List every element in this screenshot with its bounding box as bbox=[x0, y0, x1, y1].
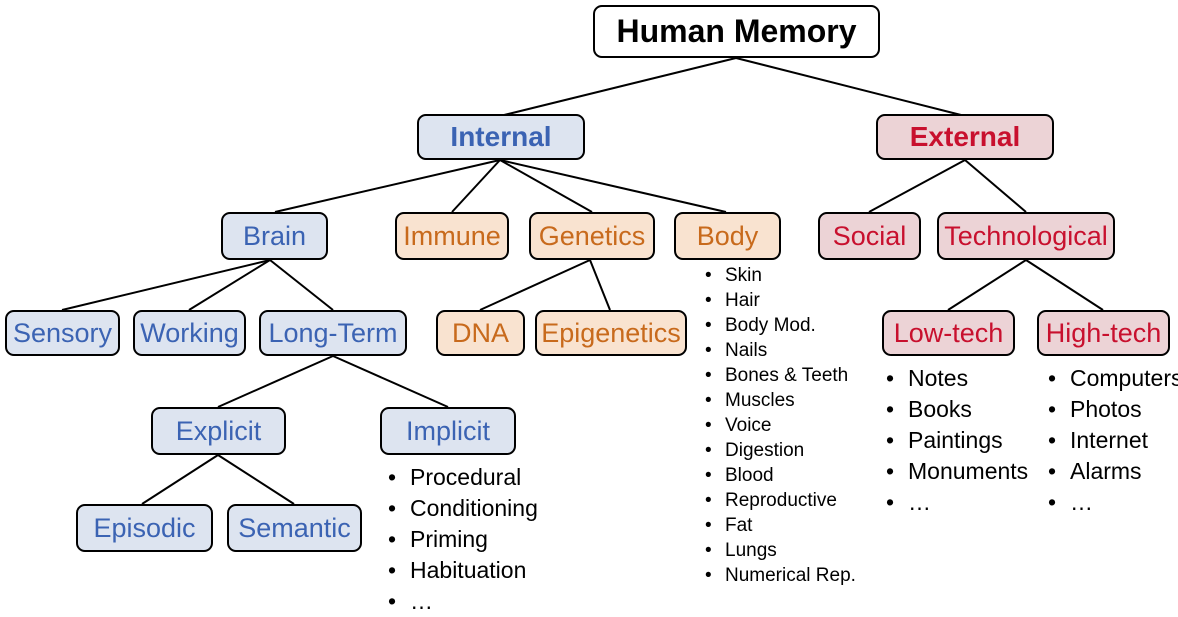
list-item: Procedural bbox=[386, 462, 538, 493]
working-node: Working bbox=[133, 310, 246, 356]
high-tech-label: High-tech bbox=[1045, 317, 1162, 348]
dna-label: DNA bbox=[451, 317, 509, 348]
edge-internal-genetics bbox=[499, 159, 593, 213]
edge-brain-working bbox=[188, 259, 271, 311]
list-item: Reproductive bbox=[703, 488, 856, 513]
implicit-items-list: Procedural Conditioning Priming Habituat… bbox=[386, 462, 538, 617]
list-item: Habituation bbox=[386, 555, 538, 586]
technological-label: Technological bbox=[944, 220, 1108, 251]
explicit-node: Explicit bbox=[151, 407, 286, 455]
internal-node: Internal bbox=[417, 114, 585, 160]
episodic-node: Episodic bbox=[76, 504, 213, 552]
technological-node: Technological bbox=[937, 212, 1115, 260]
list-item: Nails bbox=[703, 338, 856, 363]
list-item: Conditioning bbox=[386, 493, 538, 524]
edge-brain-sensory bbox=[61, 259, 271, 311]
list-item: Paintings bbox=[884, 425, 1028, 456]
genetics-label: Genetics bbox=[538, 220, 646, 251]
list-item: … bbox=[386, 586, 538, 617]
list-item: … bbox=[884, 487, 1028, 518]
sensory-node: Sensory bbox=[5, 310, 120, 356]
sensory-label: Sensory bbox=[12, 317, 113, 348]
list-item: Fat bbox=[703, 513, 856, 538]
body-node: Body bbox=[674, 212, 781, 260]
epigenetics-node: Epigenetics bbox=[535, 310, 687, 356]
low-tech-label: Low-tech bbox=[893, 317, 1004, 348]
list-item: Bones & Teeth bbox=[703, 363, 856, 388]
high-tech-node: High-tech bbox=[1037, 310, 1170, 356]
root-label: Human Memory bbox=[616, 13, 857, 49]
brain-node: Brain bbox=[221, 212, 328, 260]
low-tech-node: Low-tech bbox=[882, 310, 1015, 356]
body-items-list: Skin Hair Body Mod. Nails Bones & Teeth … bbox=[703, 263, 856, 588]
edge-genetics-epigenetics bbox=[589, 259, 611, 311]
implicit-node: Implicit bbox=[380, 407, 516, 455]
list-item: Photos bbox=[1046, 394, 1178, 425]
list-item: Body Mod. bbox=[703, 313, 856, 338]
list-item: Hair bbox=[703, 288, 856, 313]
list-item: Skin bbox=[703, 263, 856, 288]
semantic-node: Semantic bbox=[227, 504, 362, 552]
edge-longterm-implicit bbox=[332, 355, 449, 408]
semantic-label: Semantic bbox=[238, 512, 351, 543]
social-node: Social bbox=[818, 212, 921, 260]
list-item: Blood bbox=[703, 463, 856, 488]
body-label: Body bbox=[696, 220, 759, 251]
immune-node: Immune bbox=[395, 212, 509, 260]
list-item: Notes bbox=[884, 363, 1028, 394]
edge-explicit-episodic bbox=[141, 454, 219, 505]
list-item: Alarms bbox=[1046, 456, 1178, 487]
long-term-label: Long-Term bbox=[268, 317, 398, 348]
list-item: Digestion bbox=[703, 438, 856, 463]
list-item: Priming bbox=[386, 524, 538, 555]
edge-root-external bbox=[735, 57, 966, 117]
implicit-label: Implicit bbox=[405, 415, 490, 446]
list-item: Internet bbox=[1046, 425, 1178, 456]
genetics-node: Genetics bbox=[529, 212, 655, 260]
edge-tech-lowtech bbox=[947, 259, 1027, 311]
edge-internal-body bbox=[499, 159, 727, 213]
list-item: … bbox=[1046, 487, 1178, 518]
brain-label: Brain bbox=[242, 220, 307, 251]
edge-root-internal bbox=[499, 57, 737, 117]
list-item: Lungs bbox=[703, 538, 856, 563]
list-item: Voice bbox=[703, 413, 856, 438]
edge-longterm-explicit bbox=[217, 355, 334, 408]
low-tech-items-list: Notes Books Paintings Monuments … bbox=[884, 363, 1028, 518]
list-item: Monuments bbox=[884, 456, 1028, 487]
list-item: Muscles bbox=[703, 388, 856, 413]
root-node: Human Memory bbox=[593, 5, 880, 58]
list-item: Numerical Rep. bbox=[703, 563, 856, 588]
external-label: External bbox=[909, 121, 1021, 152]
dna-node: DNA bbox=[436, 310, 525, 356]
edge-genetics-dna bbox=[479, 259, 591, 311]
epigenetics-label: Epigenetics bbox=[541, 317, 681, 348]
edge-external-technological bbox=[964, 159, 1027, 213]
internal-label: Internal bbox=[450, 121, 552, 152]
working-label: Working bbox=[140, 317, 239, 348]
list-item: Computers bbox=[1046, 363, 1178, 394]
explicit-label: Explicit bbox=[175, 415, 262, 446]
edge-external-social bbox=[868, 159, 966, 213]
long-term-node: Long-Term bbox=[259, 310, 407, 356]
edge-tech-hightech bbox=[1025, 259, 1104, 311]
external-node: External bbox=[876, 114, 1054, 160]
edge-explicit-semantic bbox=[217, 454, 295, 505]
social-label: Social bbox=[832, 220, 907, 251]
episodic-label: Episodic bbox=[93, 512, 196, 543]
edge-internal-immune bbox=[451, 159, 501, 213]
edge-brain-longterm bbox=[269, 259, 334, 311]
edge-internal-brain bbox=[274, 159, 501, 213]
high-tech-items-list: Computers Photos Internet Alarms … bbox=[1046, 363, 1178, 518]
list-item: Books bbox=[884, 394, 1028, 425]
immune-label: Immune bbox=[403, 220, 501, 251]
